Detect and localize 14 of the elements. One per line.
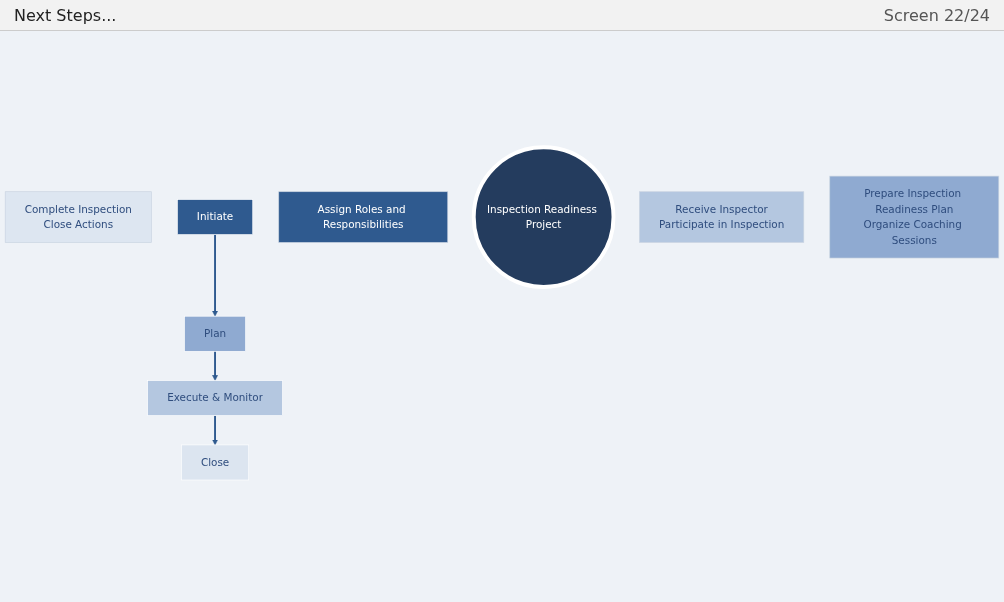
page-title: Next Steps... bbox=[14, 5, 117, 25]
node-box: Prepare Inspection Readiness Plan Organize Coaching Sessions bbox=[829, 176, 1000, 259]
arrow bbox=[212, 350, 218, 382]
node-box: Receive Inspector Participate in Inspection bbox=[639, 191, 805, 244]
node-box: Initiate bbox=[177, 199, 254, 236]
node-box: Complete Inspection Close Actions bbox=[4, 191, 152, 244]
node-box: Execute & Monitor bbox=[147, 380, 283, 417]
node-circle: Inspection Readiness Project bbox=[471, 145, 616, 290]
arrow bbox=[212, 234, 218, 317]
screen-counter: Screen 22/24 bbox=[883, 5, 990, 25]
node-box: Assign Roles and Responsibilities bbox=[278, 191, 449, 244]
node-box: Close bbox=[181, 444, 250, 481]
arrow bbox=[212, 415, 218, 446]
node-box: Plan bbox=[184, 316, 246, 352]
